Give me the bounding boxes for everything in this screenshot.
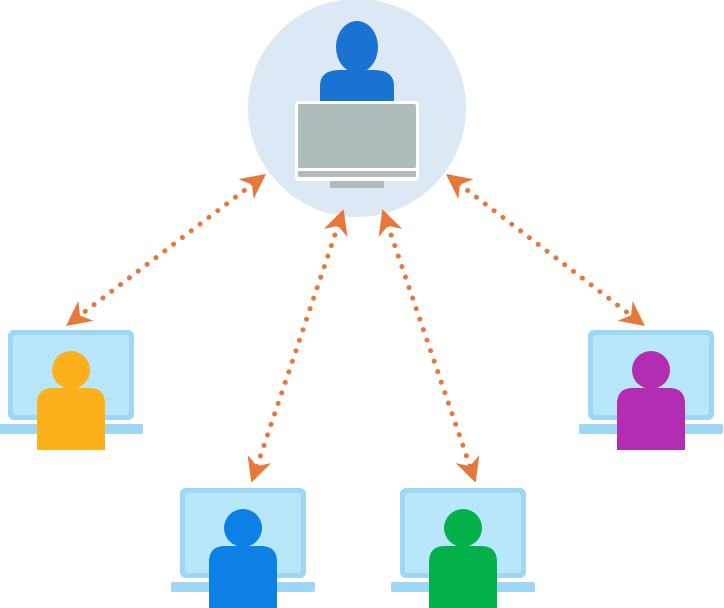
hub-node (248, 0, 466, 217)
client-green (391, 488, 535, 608)
client-purple (579, 330, 723, 450)
connector-green (378, 209, 480, 483)
laptop-user-icon (579, 330, 723, 450)
laptop-user-icon (391, 488, 535, 608)
connector-purple (446, 173, 645, 327)
desktop-monitor-icon (295, 101, 419, 188)
laptop-user-icon (0, 330, 143, 450)
connector-blue (247, 209, 348, 483)
user-icon (320, 21, 394, 104)
client-blue (171, 488, 315, 608)
client-orange (0, 330, 143, 450)
laptop-user-icon (171, 488, 315, 608)
connections (66, 173, 645, 483)
connector-orange (66, 173, 266, 327)
